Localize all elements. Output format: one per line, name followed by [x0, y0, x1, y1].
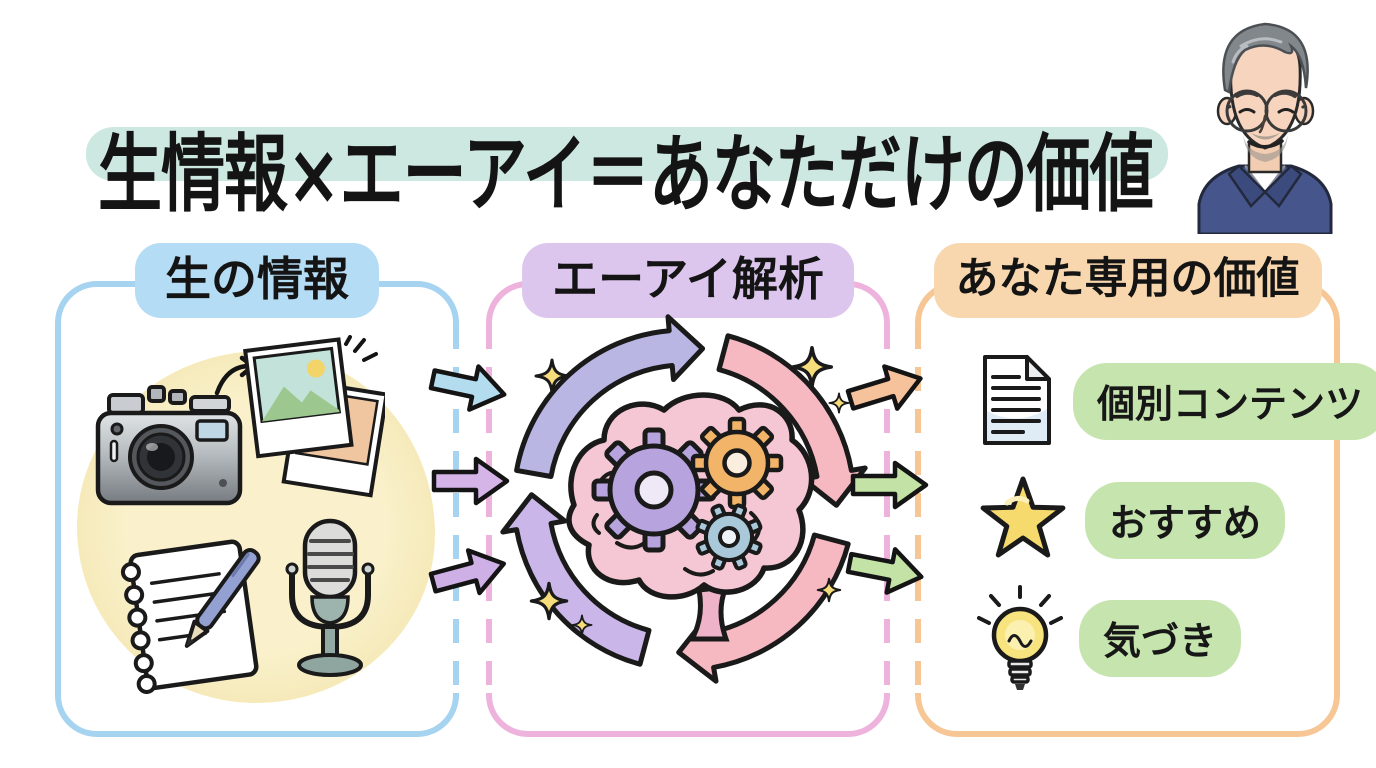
photo-front	[243, 337, 354, 459]
eye	[1238, 108, 1256, 114]
value-row-content: 個別コンテンツ	[977, 353, 1376, 449]
box-personal-value: あなた専用の価値 個別コンテンツ おすすめ	[915, 243, 1376, 737]
notebook-pen-icon	[120, 539, 261, 694]
box-raw-info: 生の情報	[55, 243, 459, 737]
beard	[1243, 134, 1288, 162]
man-portrait-illustration	[1197, 22, 1333, 234]
camera-icon	[95, 385, 243, 506]
output-arrow-green-icon	[850, 460, 929, 510]
dashed-border	[486, 325, 492, 693]
glasses-lens	[1264, 89, 1308, 133]
box-ai-analysis: エーアイ解析	[486, 243, 890, 737]
gear-orange-icon	[690, 416, 784, 510]
microphone-icon	[285, 518, 375, 677]
value-label-recommendation: おすすめ	[1085, 481, 1286, 559]
gear-blue-icon	[695, 503, 763, 571]
brain-gears-icon	[500, 314, 868, 684]
dashed-border	[884, 325, 890, 693]
value-row-recommend: おすすめ	[977, 473, 1286, 567]
smile	[1247, 139, 1284, 149]
input-arrow-purple-icon	[431, 456, 510, 506]
input-arrow-purple-icon	[428, 548, 507, 596]
document-icon	[983, 355, 1051, 445]
box-ai-analysis-title: エーアイ解析	[522, 243, 854, 318]
photo-prints-icon	[243, 335, 385, 498]
value-row-insight: 気づき	[977, 583, 1242, 693]
lightbulb-icon	[977, 585, 1063, 690]
spiral-rings	[120, 562, 157, 694]
hair	[1222, 22, 1309, 94]
eye	[1277, 108, 1295, 114]
output-arrow-green-icon	[845, 547, 924, 595]
value-label-personal-content: 個別コンテンツ	[1073, 362, 1376, 440]
title-highlight	[86, 127, 1168, 181]
box-raw-info-title: 生の情報	[135, 243, 379, 318]
mustache	[1251, 133, 1280, 140]
sparkle-icon	[529, 345, 850, 636]
pen	[184, 548, 261, 648]
gear-purple-icon	[591, 427, 717, 553]
nose	[1258, 114, 1267, 134]
input-arrow-blue-icon	[428, 364, 507, 412]
value-label-insight: 気づき	[1079, 599, 1242, 677]
output-arrow-orange-icon	[845, 364, 923, 411]
sparkle-dashes	[344, 335, 378, 362]
star-icon	[980, 476, 1066, 558]
brain-stem	[687, 584, 730, 642]
page-title: 生情報×エーアイ＝あなただけの価値	[98, 126, 1154, 225]
box-personal-value-title: あなた専用の価値	[933, 243, 1322, 319]
dashed-border	[453, 325, 459, 693]
dashed-border	[915, 325, 921, 693]
